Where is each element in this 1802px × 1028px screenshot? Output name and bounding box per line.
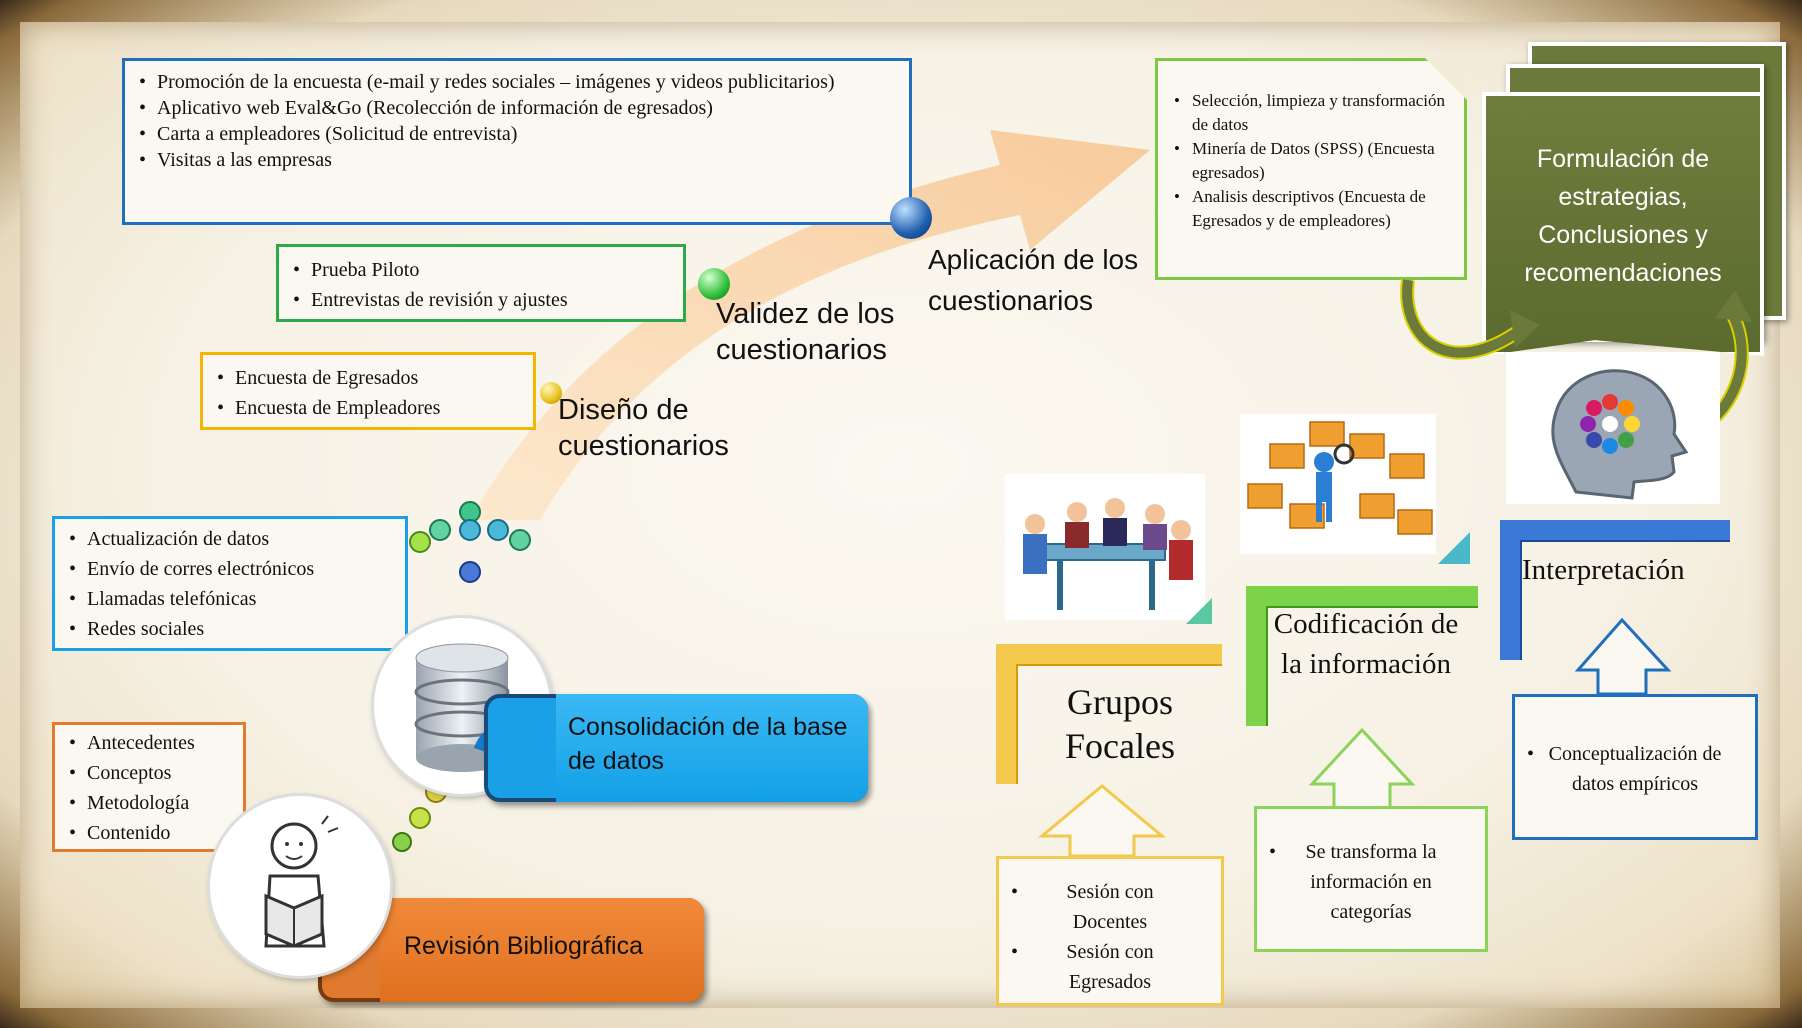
green-dot-icon	[698, 268, 730, 300]
list-item: Redes sociales	[65, 614, 395, 644]
list-item: Aplicativo web Eval&Go (Recolección de i…	[135, 95, 899, 121]
list-item: Analisis descriptivos (Encuesta de Egres…	[1170, 185, 1454, 233]
consolidacion-label: Consolidación de la base de datos	[568, 713, 848, 775]
reading-person-icon	[210, 796, 390, 976]
formulacion-card: Formulación de estrategias, Conclusiones…	[1482, 92, 1764, 356]
list-item: Antecedentes	[65, 728, 233, 758]
codificacion-items-box: Se transforma la información en categorí…	[1254, 806, 1488, 952]
list-item: Envío de corres electrónicos	[65, 554, 395, 584]
grupos-bracket	[996, 644, 1222, 784]
codificacion-bracket	[1246, 586, 1478, 726]
mineria-box: Selección, limpieza y transformación de …	[1155, 58, 1467, 280]
aplicacion-label: Aplicación de los cuestionarios	[928, 244, 1139, 316]
revision-box: Antecedentes Conceptos Metodología Conte…	[52, 722, 246, 852]
list-item: Contenido	[65, 818, 233, 848]
list-item: Llamadas telefónicas	[65, 584, 395, 614]
aplicacion-box: Promoción de la encuesta (e-mail y redes…	[122, 58, 912, 225]
list-item: Visitas a las empresas	[135, 147, 899, 173]
list-item: Actualización de datos	[65, 524, 395, 554]
validez-box: Prueba Piloto Entrevistas de revisión y …	[276, 244, 686, 322]
codificacion-label: Codificación de la información	[1273, 608, 1459, 680]
list-item: Encuesta de Egresados	[213, 363, 523, 393]
list-item: Metodología	[65, 788, 233, 818]
consolidacion-pill-front: Consolidación de la base de datos	[556, 694, 868, 802]
diseno-label: Diseño de cuestionarios	[558, 394, 729, 463]
list-item: Encuesta de Empleadores	[213, 393, 523, 423]
teal-triangle-2	[1438, 532, 1470, 564]
list-item: Minería de Datos (SPSS) (Encuesta egresa…	[1170, 137, 1454, 185]
meeting-people-icon	[1005, 474, 1205, 620]
list-item: Promoción de la encuesta (e-mail y redes…	[135, 69, 899, 95]
list-item: Conceptualización de datos empíricos	[1523, 739, 1747, 799]
list-item: Prueba Piloto	[289, 255, 673, 285]
list-item: Se transforma la información en categorí…	[1265, 837, 1477, 927]
revision-label: Revisión Bibliográfica	[404, 932, 644, 960]
validez-label: Validez de los cuestionarios	[716, 298, 895, 367]
consolidacion-box: Actualización de datos Envío de corres e…	[52, 516, 408, 651]
decorative-dots	[409, 501, 531, 583]
list-item: Selección, limpieza y transformación de …	[1170, 89, 1454, 137]
list-item: Carta a empleadores (Solicitud de entrev…	[135, 121, 899, 147]
folders-search-icon	[1240, 414, 1436, 554]
interpretacion-items-box: Conceptualización de datos empíricos	[1512, 694, 1758, 840]
list-item: Conceptos	[65, 758, 233, 788]
formulacion-label: Formulación de estrategias, Conclusiones…	[1524, 145, 1722, 287]
interpretacion-label: Interpretación	[1522, 554, 1685, 586]
blue-dot-icon	[890, 197, 932, 239]
list-item: Sesión con Egresados	[1007, 937, 1213, 997]
grupos-label: Grupos Focales	[1065, 682, 1175, 766]
teal-triangle	[1186, 598, 1212, 624]
yellow-dot-icon	[540, 382, 562, 404]
revision-pill-front: Revisión Bibliográfica	[380, 898, 704, 1002]
diseno-box: Encuesta de Egresados Encuesta de Emplea…	[200, 352, 536, 430]
head-brain-icon	[1506, 352, 1720, 504]
list-item: Entrevistas de revisión y ajustes	[289, 285, 673, 315]
mineria-box-corner	[1425, 58, 1467, 100]
list-item: Sesión con Docentes	[1007, 877, 1213, 937]
grupos-items-box: Sesión con Docentes Sesión con Egresados	[996, 856, 1224, 1006]
interpretacion-bracket	[1500, 520, 1730, 660]
